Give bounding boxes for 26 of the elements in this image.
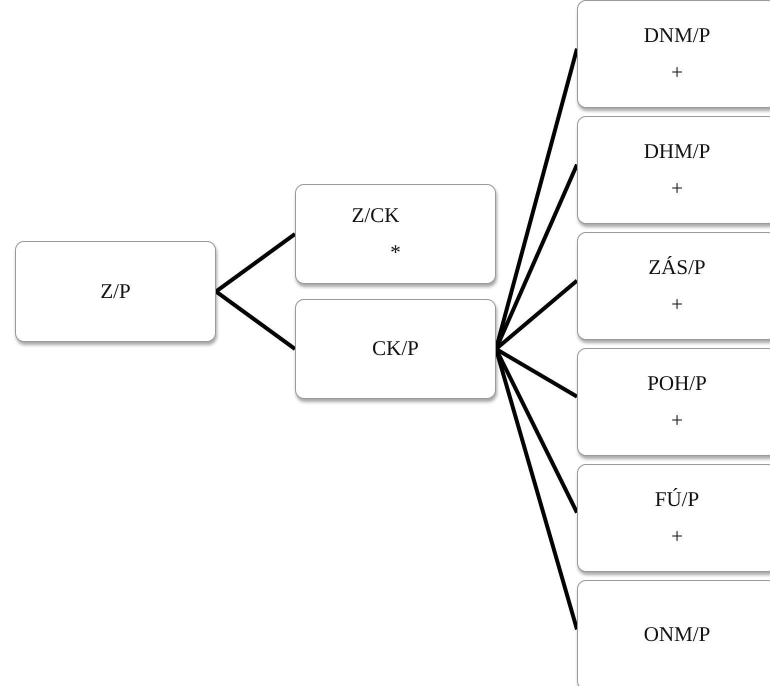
- node-mark: +: [671, 525, 683, 548]
- rounded-box: [15, 241, 216, 342]
- rounded-box: [295, 184, 496, 284]
- node-label: Z/CK: [352, 204, 400, 227]
- node-label: ZÁS/P: [648, 256, 706, 279]
- node-label: DNM/P: [644, 24, 710, 47]
- rounded-box: [295, 299, 496, 399]
- node-label: FÚ/P: [654, 488, 700, 511]
- rounded-box: [577, 0, 770, 108]
- rounded-box: [577, 116, 770, 224]
- connector-line: [214, 290, 296, 351]
- node-label: Z/P: [100, 280, 131, 304]
- node-label: ONM/P: [644, 623, 710, 647]
- node-label: CK/P: [372, 337, 419, 361]
- rounded-box: [577, 232, 770, 340]
- connector-line: [214, 232, 296, 294]
- node-mark: +: [671, 61, 683, 84]
- node-label: POH/P: [647, 372, 707, 395]
- node-label: DHM/P: [644, 140, 710, 163]
- node-mark: +: [671, 409, 683, 432]
- node-mark: +: [671, 293, 683, 316]
- rounded-box: [577, 348, 770, 456]
- node-mark: +: [671, 177, 683, 200]
- node-mark: *: [390, 241, 401, 264]
- rounded-box: [577, 580, 770, 686]
- rounded-box: [577, 464, 770, 572]
